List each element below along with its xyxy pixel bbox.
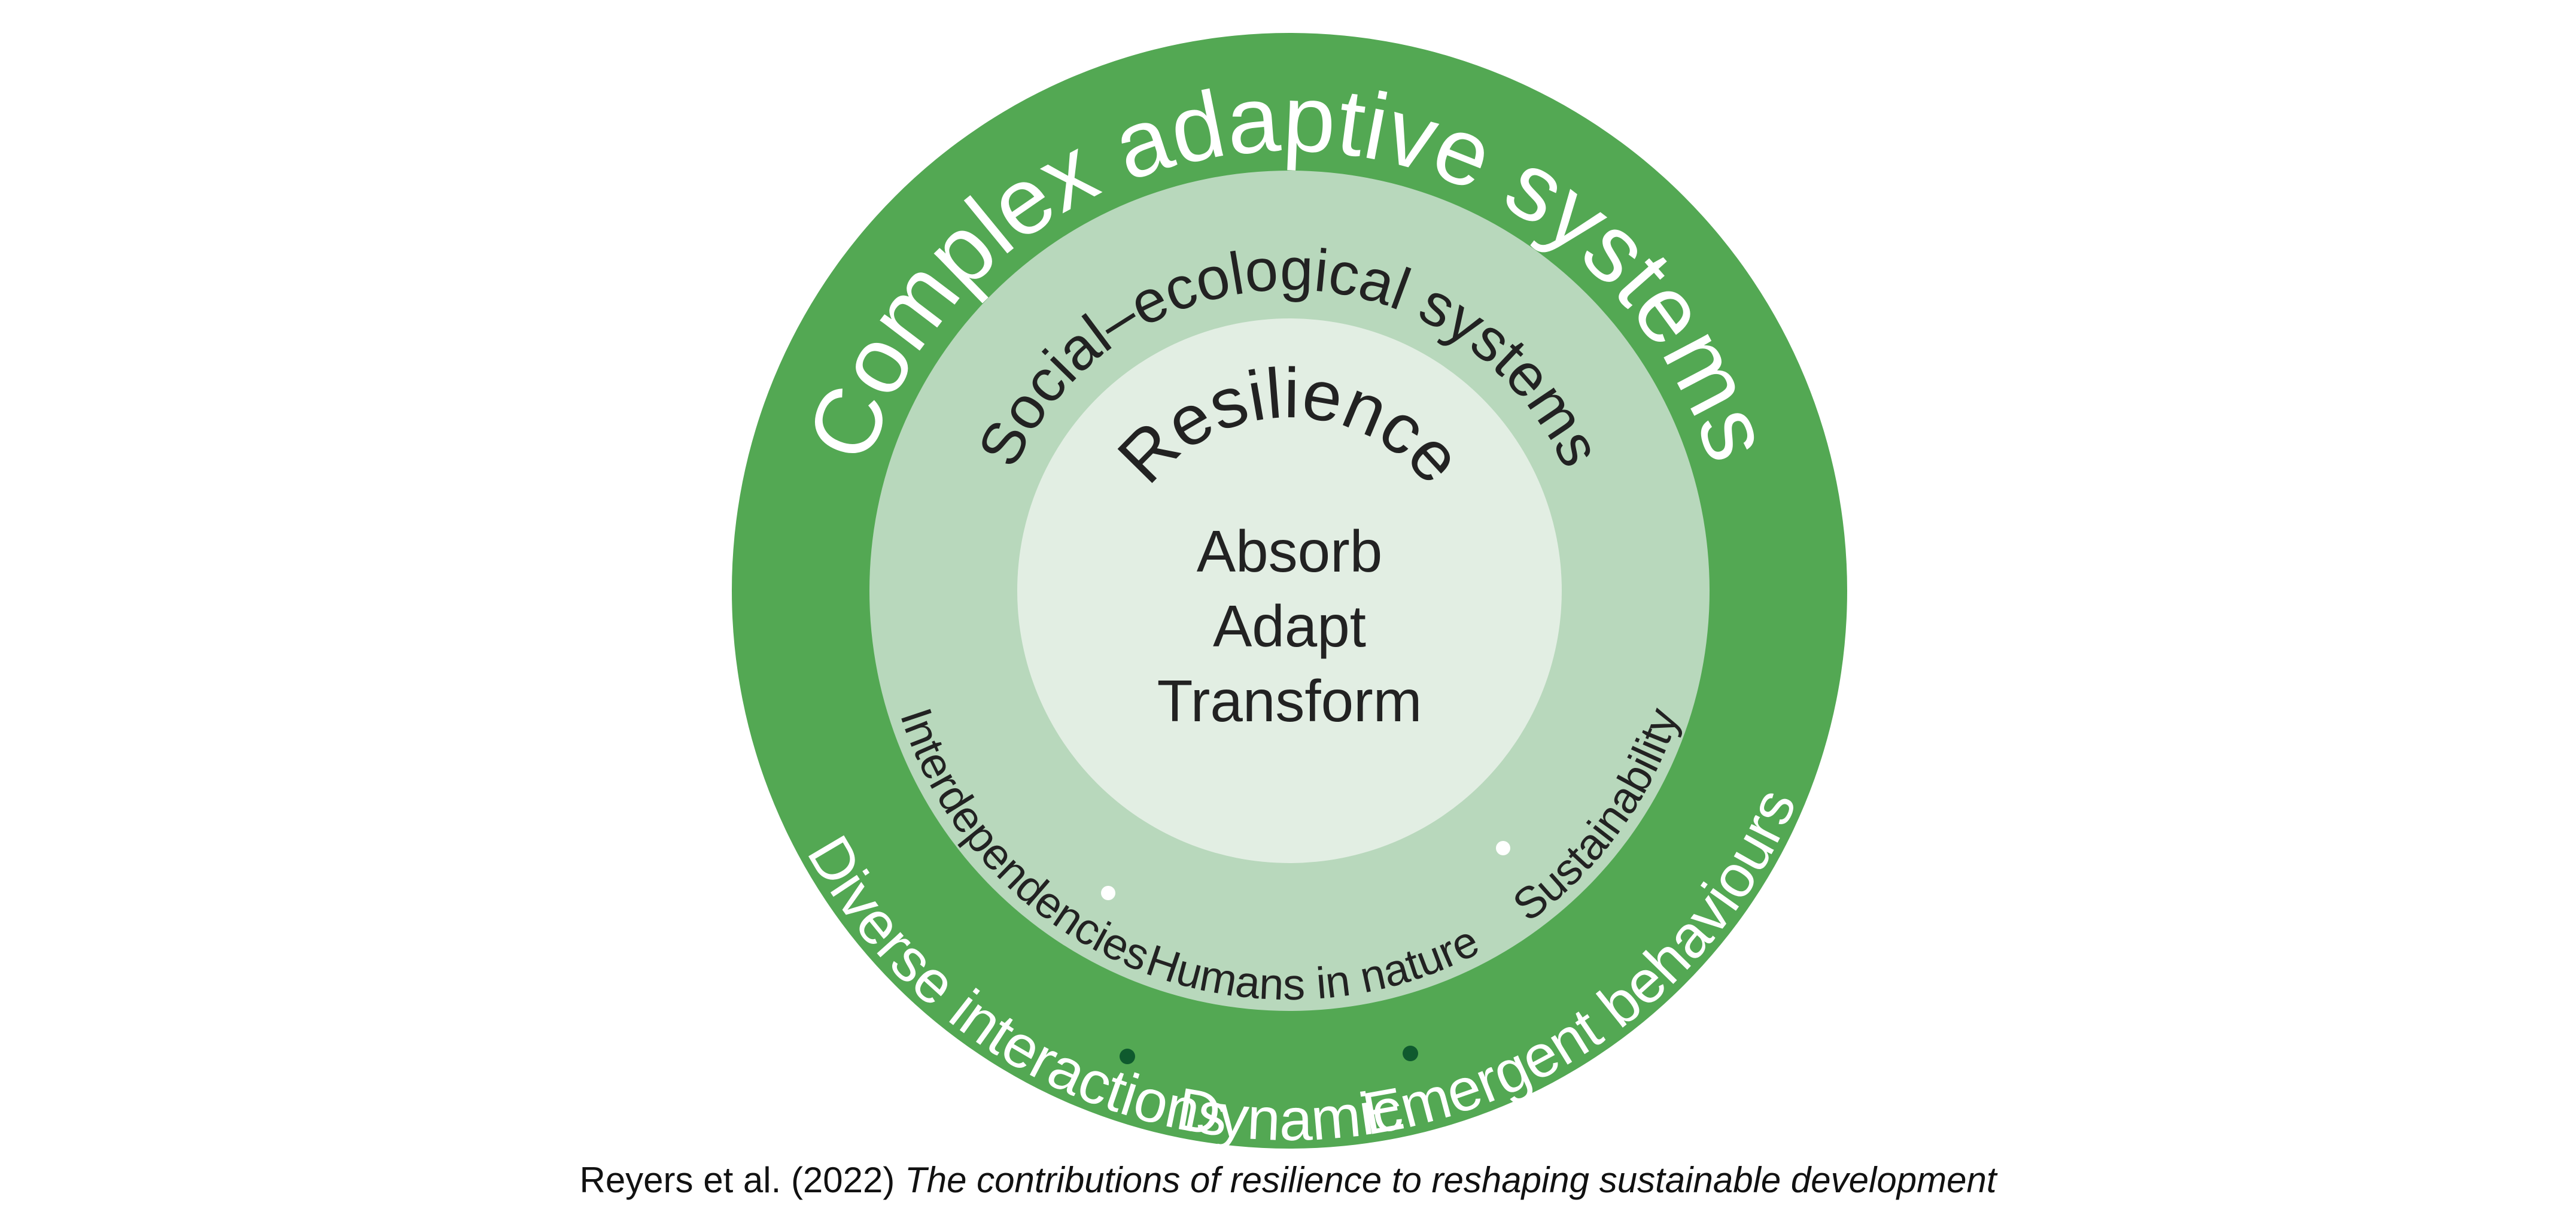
outer-separator-dot (1120, 1049, 1135, 1064)
center-item-absorb: Absorb (1197, 518, 1383, 584)
center-item-adapt: Adapt (1213, 593, 1366, 659)
inner-circle (1017, 318, 1562, 863)
caption-title: The contributions of resilience to resha… (905, 1160, 1997, 1200)
caption-authors: Reyers et al. (2022) (579, 1160, 895, 1200)
outer-separator-dot (1403, 1046, 1418, 1061)
center-item-transform: Transform (1157, 668, 1422, 734)
middle-separator-dot (1496, 841, 1510, 855)
citation-caption: Reyers et al. (2022) The contributions o… (0, 1156, 2576, 1204)
middle-separator-dot (1101, 886, 1115, 900)
outer-item-dynamic: Dynamic (1172, 1075, 1407, 1153)
